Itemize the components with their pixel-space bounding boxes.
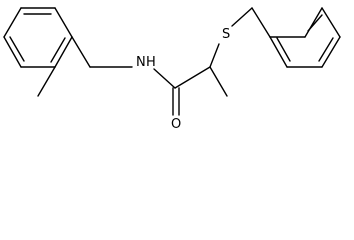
oxygen-label: O	[171, 117, 181, 132]
bond-ring-right-inner-3	[276, 37, 291, 62]
bond-ring-to-ch2	[71, 36, 91, 68]
bond-ring-right-6	[269, 36, 288, 68]
bond-carbonyl-to-alpha	[174, 66, 211, 89]
bond-n-to-carbonyl	[153, 68, 176, 89]
bond-alpha-methyl	[209, 66, 228, 97]
methylphenyl-ring	[3, 7, 73, 68]
bond-ring-left-inner-2	[50, 37, 66, 63]
bond-ring-right-inner-2	[318, 37, 334, 62]
sulfur-label: S	[222, 27, 230, 42]
bond-methyl	[37, 66, 56, 97]
nitrogen-hydrogen-label: H	[146, 55, 156, 70]
bond-ch2-to-ring	[251, 7, 271, 38]
bond-ring-left-inner-3	[9, 36, 25, 62]
bond-ring-left-3	[54, 36, 73, 68]
nitrogen-label: N	[136, 55, 146, 70]
bond-ring-left-5	[3, 36, 22, 68]
bond-ring-right-inner-1	[307, 14, 323, 32]
bond-ring-right-3	[321, 7, 341, 38]
bond-ring-right-2	[304, 7, 323, 38]
bond-alpha-to-s	[209, 43, 220, 68]
bond-ring-left-2	[54, 7, 73, 38]
phenyl-ring	[269, 7, 341, 68]
bond-ring-right-4	[321, 36, 341, 68]
chemical-structure-diagram: N H S O	[3, 7, 341, 132]
bond-ring-left-6	[3, 7, 22, 38]
bond-s-to-ch2	[231, 7, 253, 27]
